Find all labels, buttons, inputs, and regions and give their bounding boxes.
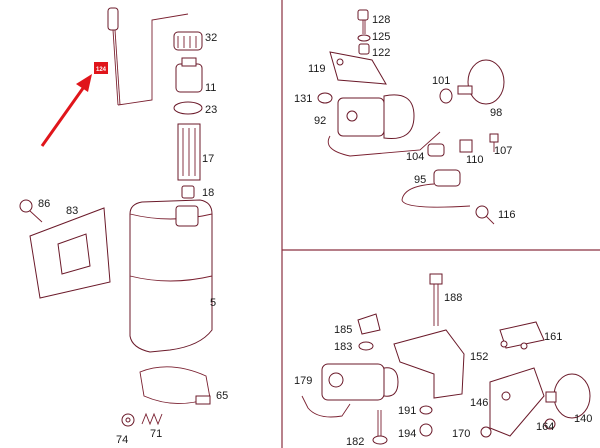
callout-86: 86 [38, 198, 50, 210]
callout-170: 170 [452, 428, 470, 440]
washer-183 [358, 341, 374, 351]
filter-element [177, 123, 201, 181]
callout-185: 185 [334, 324, 352, 336]
callout-71: 71 [150, 428, 162, 440]
callout-110: 110 [466, 154, 484, 166]
callout-83: 83 [66, 205, 78, 217]
bolt-128 [357, 9, 369, 34]
callout-95: 95 [414, 174, 426, 186]
bracket-161 [499, 321, 545, 350]
callout-191: 191 [398, 405, 416, 417]
pump-92 [337, 94, 415, 140]
highlight-badge[interactable]: 124 [94, 62, 108, 74]
callout-183: 183 [334, 341, 352, 353]
callout-131: 131 [294, 93, 312, 105]
mounting-bracket [29, 207, 111, 299]
nut-194 [419, 423, 433, 437]
filler-cap [173, 31, 203, 51]
callout-107: 107 [494, 145, 512, 157]
grommet-131 [317, 92, 333, 104]
callout-92: 92 [314, 115, 326, 127]
highlight-badge-label: 124 [96, 67, 107, 73]
small-bushing [181, 185, 195, 199]
washer-125 [357, 34, 371, 42]
callout-194: 194 [398, 428, 416, 440]
callout-11: 11 [205, 82, 216, 94]
nut-164 [544, 418, 556, 430]
callout-140: 140 [574, 413, 592, 425]
callout-98: 98 [490, 107, 502, 119]
filler-neck [175, 57, 203, 93]
callout-17: 17 [202, 153, 214, 165]
callout-152: 152 [470, 351, 488, 363]
retaining-strap [139, 366, 211, 405]
screw-116 [475, 205, 495, 225]
callout-101: 101 [432, 75, 450, 87]
callout-182: 182 [346, 436, 364, 448]
wire-harness [327, 131, 441, 157]
callout-116: 116 [498, 209, 516, 221]
callout-104: 104 [406, 151, 424, 163]
nut-170 [480, 426, 492, 438]
bracket-119 [329, 51, 387, 85]
callout-18: 18 [202, 187, 214, 199]
callout-125: 125 [372, 31, 390, 43]
callout-74: 74 [116, 434, 128, 446]
accumulator-140 [545, 373, 591, 419]
callout-179: 179 [294, 375, 312, 387]
valve-block-179 [301, 363, 399, 418]
bolt-188 [429, 273, 443, 326]
bracket-146 [489, 367, 545, 437]
callout-65: 65 [216, 390, 228, 402]
connector-104 [427, 143, 445, 157]
callout-161: 161 [544, 331, 562, 343]
callout-119: 119 [308, 63, 326, 75]
ring-101 [439, 88, 453, 104]
callout-146: 146 [470, 397, 488, 409]
bracket-152 [393, 329, 465, 399]
spring [141, 412, 163, 426]
callout-128: 128 [372, 14, 390, 26]
callout-188: 188 [444, 292, 462, 304]
plug-110 [459, 139, 473, 153]
callout-23: 23 [205, 104, 217, 116]
bolt-182 [372, 410, 388, 445]
callout-164: 164 [536, 421, 554, 433]
bolt-107 [489, 133, 499, 152]
oil-reservoir [129, 199, 213, 353]
seal-ring [173, 101, 203, 115]
callout-5: 5 [210, 297, 216, 309]
callout-32: 32 [205, 32, 217, 44]
mounting-screw [19, 199, 43, 223]
callout-122: 122 [372, 47, 390, 59]
accumulator-98 [457, 59, 505, 105]
bushing-122 [358, 43, 370, 55]
washer-191 [419, 405, 433, 415]
highlight-arrow [40, 74, 92, 147]
sensor-95 [401, 169, 471, 208]
clip-185 [357, 313, 381, 335]
nut [121, 413, 135, 427]
dipstick-assembly [107, 7, 189, 106]
